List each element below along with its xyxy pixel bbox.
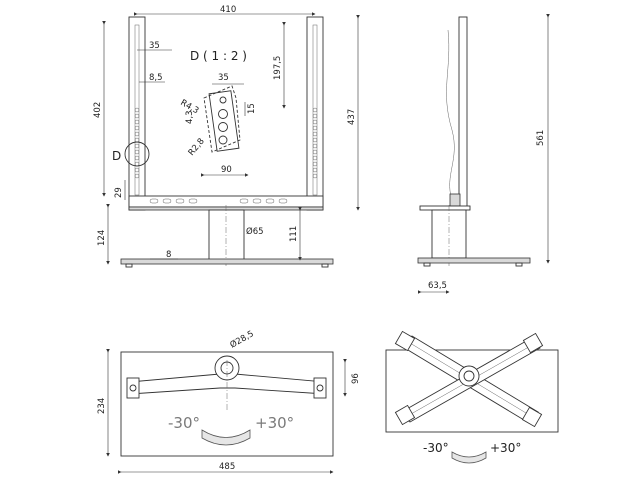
detail-title: D ( 1 : 2 ) <box>190 49 247 63</box>
right-upright <box>306 16 324 211</box>
side-view: 561 63,5 <box>417 14 550 294</box>
dim-r2-8: R2,8 <box>187 137 207 158</box>
left-upright <box>128 16 146 211</box>
base-plan: Ø28,5 234 96 485 -30° +30° <box>97 328 361 474</box>
front-view: D 410 35 8,5 402 29 124 8 197,5 437 90 Ø… <box>93 5 360 268</box>
dim-124: 124 <box>97 230 107 246</box>
cross-view: -30° +30° <box>385 330 559 464</box>
cross-rotation-plus: +30° <box>490 441 521 455</box>
dim-8-5: 8,5 <box>149 73 163 83</box>
side-base <box>417 257 531 264</box>
dim-29: 29 <box>114 187 124 198</box>
column <box>208 209 245 261</box>
base-plate <box>120 258 334 265</box>
dim-402: 402 <box>93 102 103 118</box>
dim-90: 90 <box>221 165 232 175</box>
dim-35: 35 <box>218 73 229 83</box>
cross-rotation-minus: -30° <box>423 441 449 455</box>
dim-111: 111 <box>289 226 299 242</box>
dim-diam65: Ø65 <box>246 226 264 237</box>
cross-rotation-arrow-icon <box>451 451 487 464</box>
rotation-arrow-icon <box>201 429 251 446</box>
base-plan-plate <box>120 351 334 457</box>
rotation-plus-label: +30° <box>255 414 294 432</box>
left-hole-chain <box>134 107 140 179</box>
cross-plate <box>385 349 559 433</box>
dim-197-5: 197,5 <box>273 56 283 80</box>
rotation-minus-label: -30° <box>168 414 200 432</box>
detail-view: D ( 1 : 2 ) 35 R4,3 4,3 15 R2,8 <box>179 49 258 158</box>
side-upright <box>458 16 468 208</box>
dim-15: 15 <box>247 103 257 114</box>
dim-35-top: 35 <box>149 41 160 51</box>
dim-96: 96 <box>351 373 361 384</box>
dim-410: 410 <box>220 5 236 15</box>
dim-8-base: 8 <box>166 250 171 260</box>
right-hole-chain <box>312 107 318 179</box>
cross-hub <box>458 365 480 387</box>
dim-diam28-5: Ø28,5 <box>228 328 256 350</box>
detail-marker: D <box>112 149 121 163</box>
detail-circle <box>124 141 150 167</box>
dim-485: 485 <box>219 462 235 472</box>
cable <box>446 29 455 201</box>
dim-63-5: 63,5 <box>428 281 447 291</box>
dim-561: 561 <box>536 130 546 146</box>
dim-437: 437 <box>347 109 357 125</box>
dim-234: 234 <box>97 398 107 414</box>
dim-4-3: 4,3 <box>185 110 195 124</box>
